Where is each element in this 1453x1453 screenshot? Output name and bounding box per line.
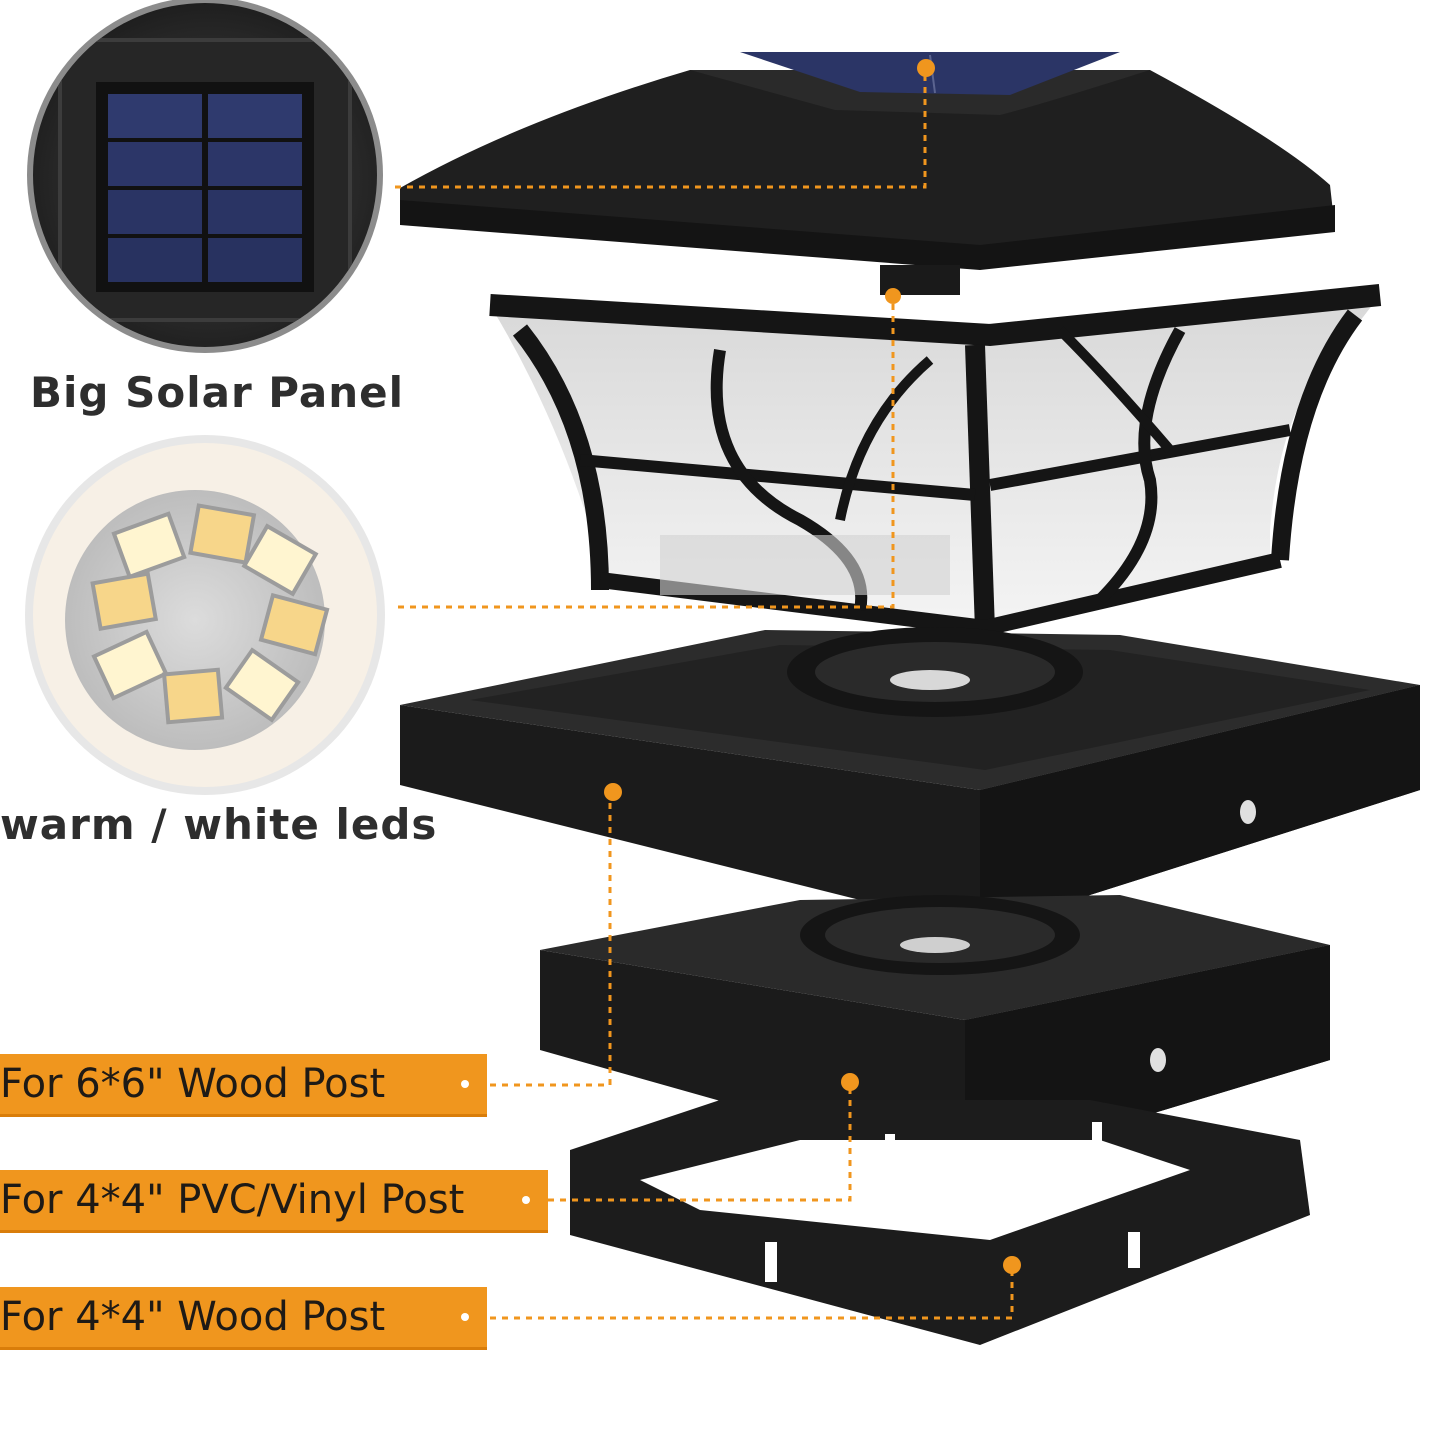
adapter-bracket xyxy=(570,1100,1310,1345)
tag-dot xyxy=(461,1313,469,1321)
post-option-label: For 6*6" Wood Post xyxy=(0,1061,386,1107)
base-6x6 xyxy=(400,627,1420,930)
tag-dot xyxy=(461,1080,469,1088)
solar-panel-caption: Big Solar Panel xyxy=(30,368,405,417)
tag-dot xyxy=(522,1196,530,1204)
leds-caption: warm / white leds xyxy=(0,800,438,849)
post-option-tag: For 4*4" Wood Post xyxy=(0,1287,487,1350)
lamp-lantern xyxy=(489,284,1382,637)
led-chips xyxy=(90,503,330,725)
leds-zoom-circle xyxy=(25,435,385,795)
post-option-label: For 4*4" Wood Post xyxy=(0,1294,386,1340)
solar-panel-zoom-circle xyxy=(27,0,383,353)
post-option-label: For 4*4" PVC/Vinyl Post xyxy=(0,1177,465,1223)
post-option-tag: For 4*4" PVC/Vinyl Post xyxy=(0,1170,548,1233)
callout-dots xyxy=(604,59,1021,1274)
lamp-roof xyxy=(400,52,1335,295)
callout-lines xyxy=(395,70,1014,1320)
solar-cells xyxy=(108,94,302,282)
post-option-tag: For 6*6" Wood Post xyxy=(0,1054,487,1117)
